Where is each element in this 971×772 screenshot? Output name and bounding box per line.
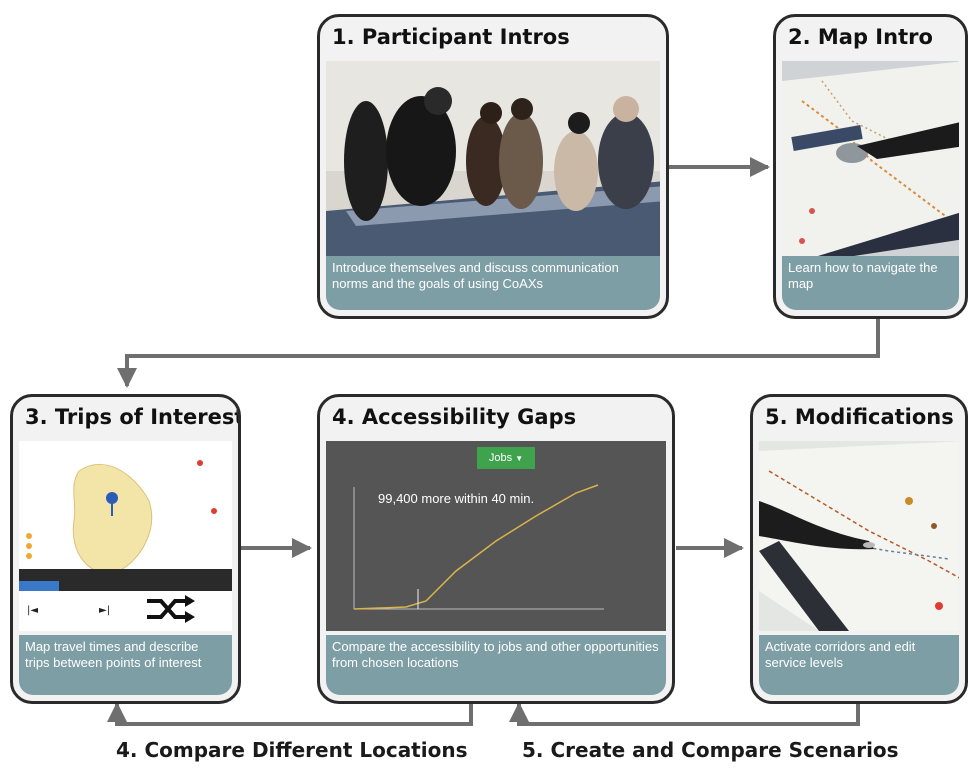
step-card-participant-intros: 1. Participant Intros Introduce themselv… — [317, 14, 669, 319]
step-card-modifications: 5. Modifications Activate corridors and … — [750, 394, 968, 704]
loop-create-scenarios-arrow — [509, 702, 860, 726]
loop-compare-locations-arrow — [107, 702, 473, 726]
jobs-dropdown-label: Jobs — [488, 452, 513, 464]
step-card-trips-of-interest: 3. Trips of Interest |◄ ►| Map travel ti… — [10, 394, 241, 704]
travel-time-map-screenshot: |◄ ►| — [19, 441, 232, 631]
loop-label-create-scenarios: 5. Create and Compare Scenarios — [522, 738, 899, 762]
svg-text:►|: ►| — [99, 605, 110, 616]
map-table-photo — [782, 61, 959, 267]
corridor-editing-photo — [759, 441, 959, 631]
chevron-down-icon: ▼ — [515, 454, 524, 463]
accessibility-annotation: 99,400 more within 40 min. — [378, 491, 535, 506]
loop-label-compare-locations: 4. Compare Different Locations — [116, 738, 468, 762]
svg-text:|◄: |◄ — [27, 605, 38, 616]
step-description: Learn how to navigate the map — [782, 256, 959, 310]
step-title: 1. Participant Intros — [332, 25, 570, 49]
participants-photo — [326, 61, 660, 267]
step-title: 3. Trips of Interest — [25, 405, 241, 429]
step-card-accessibility-gaps: 4. Accessibility Gaps Jobs ▼ 99,400 more… — [317, 394, 675, 704]
accessibility-chart-screenshot: Jobs ▼ 99,400 more within 40 min. — [326, 441, 666, 631]
step-description: Map travel times and describe trips betw… — [19, 635, 232, 695]
step-description: Activate corridors and edit service leve… — [759, 635, 959, 695]
arrow-2-to-3 — [117, 318, 880, 388]
step-title: 4. Accessibility Gaps — [332, 405, 577, 429]
step-card-map-intro: 2. Map Intro Learn how to navigate the m… — [773, 14, 968, 319]
jobs-dropdown: Jobs ▼ — [477, 447, 535, 469]
step-description: Compare the accessibility to jobs and ot… — [326, 635, 666, 695]
step-description: Introduce themselves and discuss communi… — [326, 256, 660, 310]
step-title: 2. Map Intro — [788, 25, 933, 49]
step-title: 5. Modifications — [765, 405, 954, 429]
